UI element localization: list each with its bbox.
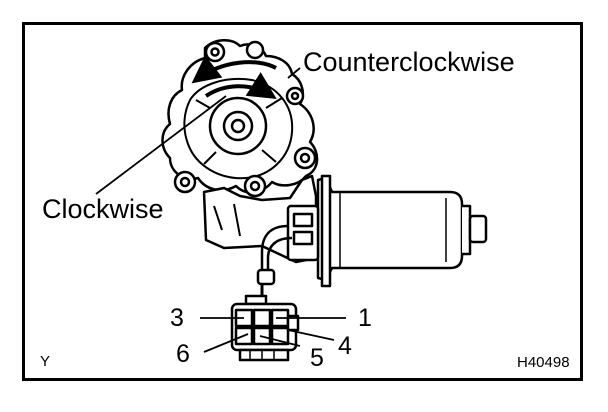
pin-6-label: 6 [176, 340, 190, 368]
motor-can [316, 174, 488, 288]
counterclockwise-label: Counterclockwise [303, 47, 515, 77]
leader-lines [95, 67, 346, 353]
pin-5-label: 5 [310, 344, 324, 372]
clockwise-arrow [204, 72, 277, 100]
figure-code: H40498 [517, 354, 570, 371]
rotation-arrows [191, 55, 277, 100]
corner-mark: Y [40, 353, 51, 370]
connector [230, 294, 300, 362]
pin-1-label: 1 [358, 304, 372, 332]
counterclockwise-arrow [191, 55, 277, 84]
clockwise-label: Clockwise [42, 194, 164, 224]
pin-3-label: 3 [170, 304, 184, 332]
pin-4-label: 4 [338, 332, 352, 360]
